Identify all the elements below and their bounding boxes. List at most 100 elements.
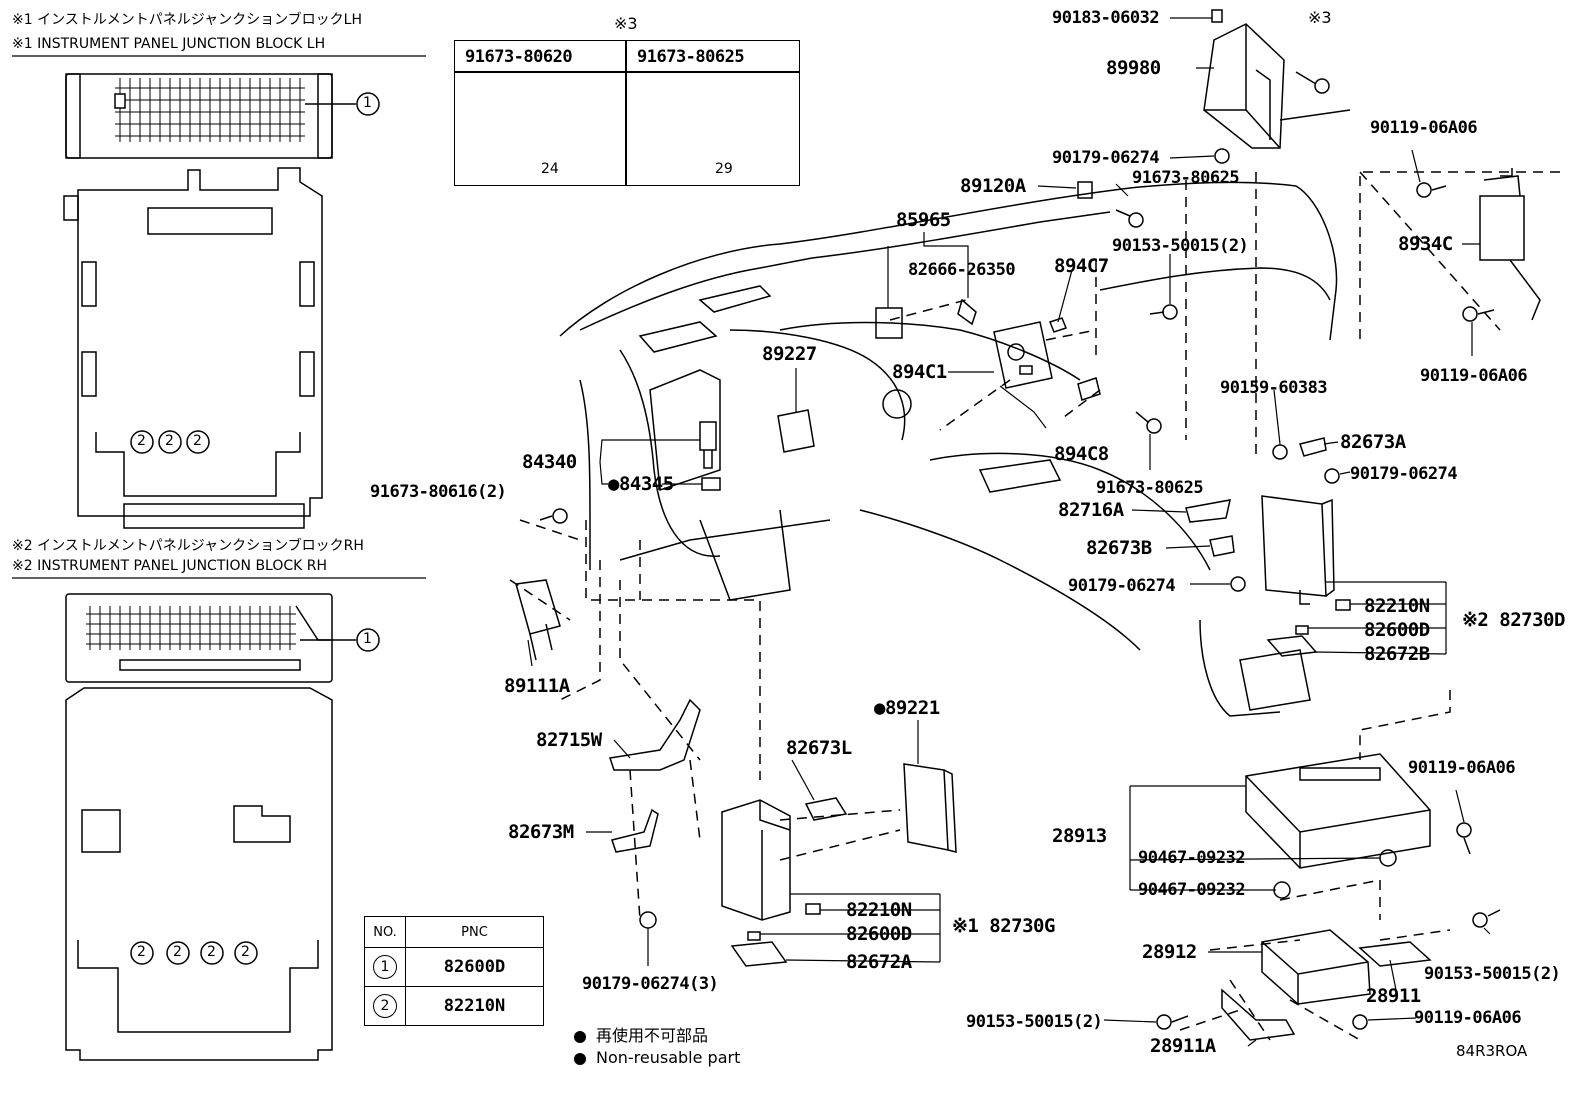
label-90179-06274-c: 90179-06274 xyxy=(1068,576,1176,596)
diagram-code: 84R3ROA xyxy=(1456,1042,1528,1060)
part-84340-switch xyxy=(699,421,717,469)
legend-jp: 再使用不可部品 xyxy=(574,1022,708,1046)
part-89980-module xyxy=(1203,9,1351,149)
part-89120A xyxy=(1077,181,1093,199)
label-82730G: ※1 82730G xyxy=(952,915,1055,937)
label-82673M: 82673M xyxy=(508,821,574,843)
label-84340: 84340 xyxy=(522,451,577,473)
part-82730D-module xyxy=(1261,495,1335,605)
label-90179-06274-d: 90179-06274(3) xyxy=(582,974,719,994)
part-90153-bolt-b xyxy=(1156,1014,1189,1030)
pnc-col-pnc: PNC xyxy=(405,916,544,948)
part-90179-nut-top xyxy=(1214,148,1230,164)
label-82673B: 82673B xyxy=(1086,537,1152,559)
part-90179-nut-d xyxy=(639,911,657,929)
part-82672B-cover xyxy=(1266,635,1318,657)
label-90119-06A06-a: 90119-06A06 xyxy=(1370,118,1478,138)
part-894C8-bracket xyxy=(1077,377,1101,401)
part-90179-nut-b xyxy=(1324,468,1340,484)
dashed-leaders xyxy=(509,171,1560,1041)
pnc-row2-no: 2 xyxy=(364,986,406,1026)
label-90179-06274-b: 90179-06274 xyxy=(1350,464,1458,484)
label-28911: 28911 xyxy=(1366,985,1421,1007)
label-894C7: 894C7 xyxy=(1054,255,1109,277)
part-82666-clip xyxy=(957,298,977,326)
part-84345-clip xyxy=(701,477,721,491)
label-91673-80616: 91673-80616(2) xyxy=(370,482,507,502)
label-894C1: 894C1 xyxy=(892,361,947,383)
label-82673A: 82673A xyxy=(1340,431,1406,453)
callout-lh-b2: 2 xyxy=(165,433,174,449)
label-90153-50015-c: 90153-50015(2) xyxy=(1424,964,1561,984)
label-note3: ※3 xyxy=(1308,8,1332,27)
pnc-col-no: NO. xyxy=(364,916,406,948)
lh-header-jp: ※1 インストルメントパネルジャンクションブロックLH xyxy=(12,12,363,28)
junction-block-lh-top xyxy=(65,73,356,159)
label-90179-06274-a: 90179-06274 xyxy=(1052,148,1160,168)
part-90119-bolt-d xyxy=(1352,1014,1368,1030)
pnc-row2-pnc: 82210N xyxy=(405,986,544,1026)
instrument-panel-outline xyxy=(559,181,1338,717)
bolt-col1-part: 91673-80620 xyxy=(465,47,573,67)
pnc-row1-no: 1 xyxy=(364,947,406,987)
bolt-table-title: ※3 xyxy=(614,14,638,33)
part-90179-nut-c xyxy=(1230,576,1246,592)
rh-header-en: ※2 INSTRUMENT PANEL JUNCTION BLOCK RH xyxy=(12,558,328,574)
part-82600D-l xyxy=(747,931,761,941)
part-8934C-module xyxy=(1479,168,1541,321)
label-84345: ●84345 xyxy=(608,473,674,495)
label-82715W: 82715W xyxy=(536,729,602,751)
pnc-table: NO. PNC 1 82600D 2 82210N xyxy=(364,916,544,1026)
part-90119-bolt-c xyxy=(1456,822,1472,855)
part-82673B-bracket xyxy=(1209,535,1235,557)
label-90467-09232-b: 90467-09232 xyxy=(1138,880,1246,900)
part-90467-clip-b xyxy=(1273,881,1291,899)
rh-header-jp: ※2 インストルメントパネルジャンクションブロックRH xyxy=(12,538,364,554)
junction-block-rh-top xyxy=(65,593,356,683)
bolt-table: 91673-80620 91673-80625 24 29 xyxy=(454,40,800,186)
part-82210N-l xyxy=(805,903,821,915)
label-90119-06A06-c: 90119-06A06 xyxy=(1408,758,1516,778)
callout-lh-top: 1 xyxy=(363,95,372,111)
label-90119-06A06-d: 90119-06A06 xyxy=(1414,1008,1522,1028)
junction-block-rh-front xyxy=(65,687,333,1061)
part-91673-bolt-c xyxy=(539,508,568,524)
part-28911A-bracket xyxy=(1221,988,1296,1041)
callout-lh-b1: 2 xyxy=(137,433,146,449)
label-89227: 89227 xyxy=(762,343,817,365)
bullet-icon xyxy=(574,1052,586,1065)
part-89111A-sensor xyxy=(515,579,561,661)
label-82672A: 82672A xyxy=(846,951,912,973)
part-90153-bolt-a xyxy=(1149,304,1178,320)
part-82715W-bracket xyxy=(609,698,701,771)
part-90119-bolt-a xyxy=(1416,182,1447,198)
part-91673-bolt-b xyxy=(1135,411,1162,434)
label-90159-60383: 90159-60383 xyxy=(1220,378,1328,398)
part-89227 xyxy=(777,409,815,453)
label-89980: 89980 xyxy=(1106,57,1161,79)
pnc-row1-pnc: 82600D xyxy=(405,947,544,987)
part-89221-module xyxy=(903,763,957,853)
label-82600D-l: 82600D xyxy=(846,923,912,945)
part-82673M-bracket xyxy=(611,808,659,853)
part-894C7-bracket xyxy=(1049,317,1067,333)
bolt-col1-length: 24 xyxy=(541,161,559,177)
label-91673-80625-b: 91673-80625 xyxy=(1096,478,1204,498)
part-28912-module xyxy=(1261,929,1371,1005)
part-82673A-bracket xyxy=(1299,437,1327,457)
callout-lh-b3: 2 xyxy=(193,433,202,449)
label-89120A: 89120A xyxy=(960,175,1026,197)
bolt-col2-length: 29 xyxy=(715,161,733,177)
callout-rh-b2: 2 xyxy=(173,944,182,960)
part-85965 xyxy=(875,307,903,339)
label-28911A: 28911A xyxy=(1150,1035,1216,1057)
label-8934C: 8934C xyxy=(1398,233,1453,255)
label-90467-09232-a: 90467-09232 xyxy=(1138,848,1246,868)
part-28911-bracket xyxy=(1358,941,1432,967)
part-90119-bolt-b xyxy=(1462,306,1495,322)
callout-rh-b4: 2 xyxy=(241,944,250,960)
junction-block-lh-front xyxy=(63,167,323,529)
callout-rh-top: 1 xyxy=(363,631,372,647)
legend-en: Non-reusable part xyxy=(574,1048,740,1067)
